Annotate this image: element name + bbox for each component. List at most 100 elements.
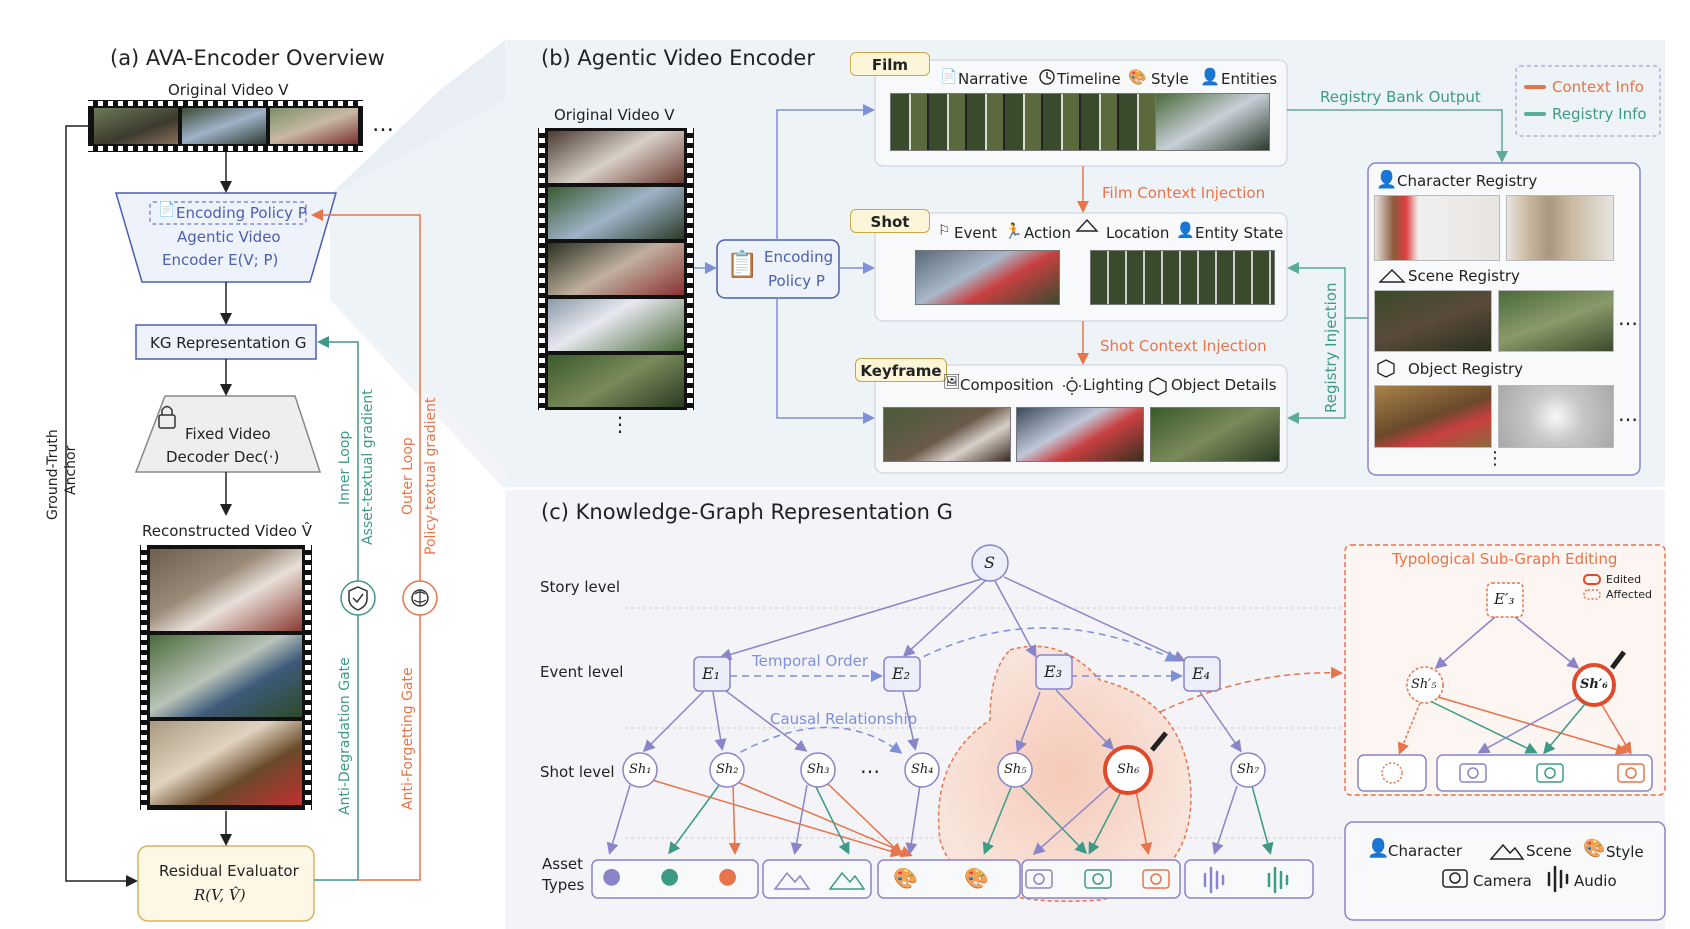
asset-types-line2: Types	[542, 876, 585, 894]
film-thumb	[270, 108, 358, 144]
residual-line1: Residual Evaluator	[159, 862, 299, 880]
film-item-style: Style	[1151, 70, 1189, 88]
event-node-e4: E₄	[1192, 664, 1211, 683]
shot-context-injection: Shot Context Injection	[1100, 337, 1267, 355]
fixed-decoder-line1: Fixed Video	[185, 425, 271, 443]
story-node: S	[984, 553, 995, 572]
panel-a-connectors	[65, 125, 438, 922]
camera-icon	[1026, 870, 1027, 871]
action-icon: 🏃	[1004, 222, 1023, 240]
shot-node-sh3: Sh₃	[807, 762, 830, 777]
shot-level-label: Shot level	[540, 763, 615, 781]
reconstructed-filmstrip	[140, 545, 312, 810]
film-thumb	[94, 108, 178, 144]
event-level-label: Event level	[540, 663, 624, 681]
object-registry-dots: …	[1618, 402, 1638, 426]
reconstructed-video-label: Reconstructed Video V̂	[142, 522, 312, 540]
keyframe-3	[1150, 407, 1280, 462]
film-item-narrative: Narrative	[958, 70, 1028, 88]
audio-icon	[1205, 868, 1206, 869]
shot-node-sh2: Sh₂	[716, 762, 739, 777]
character-registry-image-2	[1506, 195, 1614, 261]
entity-state-icon: 👤	[1176, 221, 1195, 239]
keyframe-item-object-details: Object Details	[1171, 376, 1277, 394]
subgraph-title: Typological Sub-Graph Editing	[1392, 550, 1618, 568]
registry-bank-output: Registry Bank Output	[1320, 88, 1481, 106]
character-registry-icon: 👤	[1376, 170, 1398, 190]
orig-thumb	[548, 187, 684, 239]
legend-camera-icon	[1443, 870, 1444, 871]
legend-audio-icon	[1549, 867, 1550, 868]
scene-registry-image-2	[1498, 290, 1614, 352]
panel-b-title: (b) Agentic Video Encoder	[541, 46, 815, 70]
keyframe-1	[883, 407, 1011, 462]
legend-scene-icon	[1491, 845, 1492, 846]
shot-item-location: Location	[1106, 224, 1170, 242]
keyframe-item-composition: Composition	[960, 376, 1054, 394]
scene-registry-dots: …	[1618, 306, 1638, 330]
recon-thumb	[150, 635, 302, 717]
orig-thumb	[548, 299, 684, 351]
registry-vdots: ⋮	[1486, 448, 1504, 469]
orig-thumb	[548, 243, 684, 295]
legend-style-icon: 🎨	[1583, 838, 1606, 859]
shot-node-sh7: Sh₇	[1237, 762, 1260, 777]
style-icon: 🎨	[1128, 68, 1147, 86]
legend-audio-label: Audio	[1574, 872, 1617, 890]
original-video-label-a: Original Video V	[168, 81, 289, 99]
scene-icon	[830, 873, 831, 874]
panel-a-title: (a) AVA-Encoder Overview	[110, 46, 385, 70]
keyframe-item-lighting: Lighting	[1083, 376, 1144, 394]
panel-c-title: (c) Knowledge-Graph Representation G	[541, 500, 953, 524]
object-registry-image-1	[1374, 385, 1492, 448]
legend-style-label: Style	[1606, 843, 1644, 861]
legend-character-label: Character	[1388, 842, 1463, 860]
style-icon: 🎨	[964, 866, 989, 890]
shot-frames-2	[1090, 250, 1275, 305]
event-node-e3: E₃	[1044, 662, 1063, 681]
event-node-e2: E₂	[892, 664, 911, 683]
keyframe-2	[1016, 407, 1144, 462]
encoding-policy-line2: Policy P	[768, 272, 825, 290]
document-icon: 📄	[158, 202, 176, 218]
scene-icon	[775, 873, 776, 874]
original-filmstrip-b	[538, 128, 694, 410]
style-icon: 🎨	[893, 866, 918, 890]
shot-node-sh1: Sh₁	[629, 762, 652, 777]
shot-node-sh5: Sh₅	[1004, 762, 1027, 777]
film-item-entities: Entities	[1221, 70, 1278, 88]
encoding-policy-line1: Encoding	[764, 248, 834, 266]
film-context-injection: Film Context Injection	[1102, 184, 1266, 202]
vdots-filmstrip: ⋮	[610, 412, 630, 436]
shot-item-action: Action	[1024, 224, 1071, 242]
character-registry-label: Character Registry	[1397, 172, 1538, 190]
agentic-encoder-line2: Encoder E(V; P)	[162, 251, 279, 269]
shot-item-event: Event	[954, 224, 997, 242]
object-registry-image-2	[1498, 385, 1614, 448]
edited-shot6-node: Sh′₆	[1580, 677, 1608, 692]
film-tag: Film	[850, 52, 930, 76]
narrative-icon: 📄	[940, 69, 958, 85]
film-frame-end	[1155, 93, 1270, 151]
composition-icon: 🖼	[943, 374, 961, 390]
character-icon: ●	[602, 864, 622, 889]
keyframe-tag: Keyframe	[855, 358, 947, 382]
policy-document-icon: 📋	[726, 250, 759, 280]
original-filmstrip-a	[88, 100, 363, 152]
encoding-policy-label-a: Encoding Policy P	[176, 204, 307, 222]
causal-relationship-label: Causal Relationship	[770, 710, 918, 728]
shot-item-entity-state: Entity State	[1195, 224, 1284, 242]
shot-frames-1	[915, 250, 1060, 305]
legend-registry-info: Registry Info	[1552, 105, 1647, 123]
edited-legend: Edited	[1606, 573, 1642, 586]
original-video-label-b: Original Video V	[554, 106, 675, 124]
orig-thumb	[548, 131, 684, 183]
legend-camera-label: Camera	[1473, 872, 1532, 890]
ellipsis-a: …	[372, 112, 394, 137]
recon-thumb	[150, 721, 302, 805]
story-level-label: Story level	[540, 578, 621, 596]
asset-types-line1: Asset	[542, 855, 584, 873]
legend-character-icon: 👤	[1367, 838, 1390, 859]
kg-representation-label: KG Representation G	[150, 334, 307, 352]
